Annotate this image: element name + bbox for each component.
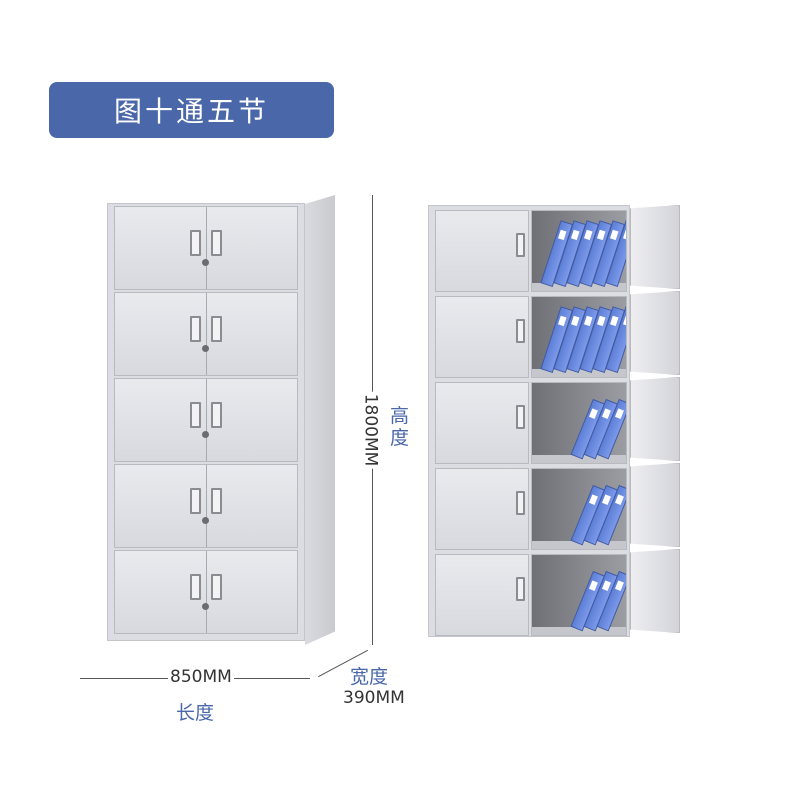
cabinet-door-pair[interactable] [114,292,298,376]
shelf [532,627,626,635]
door-handle[interactable] [190,229,201,256]
closed-door[interactable] [435,468,529,550]
closed-door[interactable] [435,382,529,464]
open-door[interactable] [630,549,680,633]
length-label: 长度 [176,702,215,724]
door-handle[interactable] [516,491,525,516]
cabinet-side [305,195,335,645]
door-handle[interactable] [190,487,201,514]
door-handle[interactable] [211,229,222,256]
closed-cabinet [107,195,337,647]
door-split[interactable] [206,293,207,375]
door-handle[interactable] [190,315,201,342]
door-handle[interactable] [516,577,525,602]
door-split[interactable] [206,551,207,633]
cabinet-door-pair[interactable] [114,464,298,548]
lock-icon [202,603,209,611]
width-value: 390MM [343,688,405,708]
width-label: 宽度 [350,666,389,688]
cabinet-door-pair[interactable] [114,378,298,462]
cabinet-door-pair[interactable] [114,550,298,634]
height-value: 1800MM [360,391,381,469]
closed-door[interactable] [435,296,529,378]
door-handle[interactable] [516,233,525,258]
open-compartment [531,554,627,636]
door-split[interactable] [206,465,207,547]
cabinet-front [428,205,630,637]
open-cabinet [428,205,680,640]
lock-icon [202,345,209,353]
door-handle[interactable] [211,573,222,600]
shelf [532,369,626,377]
open-door[interactable] [630,291,680,375]
cabinet-front [107,203,305,641]
open-compartment [531,468,627,550]
open-door[interactable] [630,377,680,461]
lock-icon [202,431,209,439]
door-handle[interactable] [190,401,201,428]
door-handle[interactable] [211,315,222,342]
door-split[interactable] [206,379,207,461]
open-door[interactable] [630,463,680,547]
title-banner: 图十通五节 [49,82,334,138]
open-door[interactable] [630,205,680,289]
closed-door[interactable] [435,554,529,636]
door-handle[interactable] [190,573,201,600]
door-handle[interactable] [516,405,525,430]
length-value: 850MM [168,667,234,687]
closed-door[interactable] [435,210,529,292]
door-split[interactable] [206,207,207,289]
open-compartment [531,382,627,464]
shelf [532,283,626,291]
door-handle[interactable] [516,319,525,344]
height-label: 高度 [390,405,410,449]
open-compartment [531,296,627,378]
door-handle[interactable] [211,487,222,514]
lock-icon [202,259,209,267]
shelf [532,455,626,463]
shelf [532,541,626,549]
door-handle[interactable] [211,401,222,428]
open-compartment [531,210,627,292]
lock-icon [202,517,209,525]
cabinet-door-pair[interactable] [114,206,298,290]
